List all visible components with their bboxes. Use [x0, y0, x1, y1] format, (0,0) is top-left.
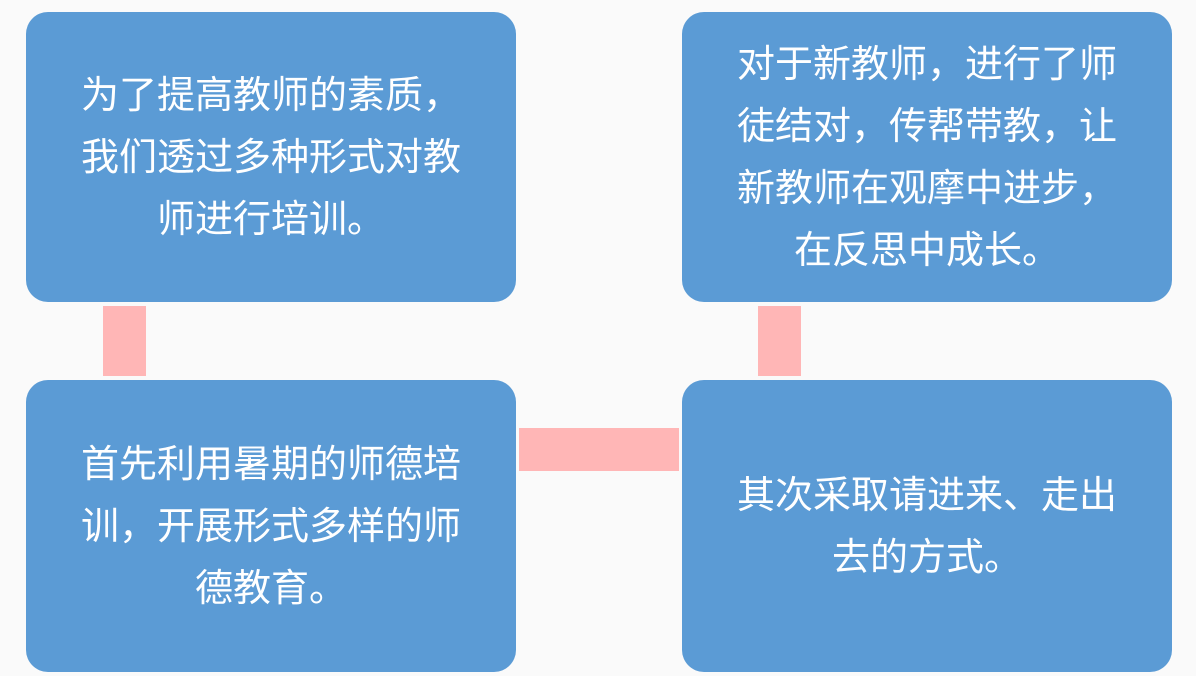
text-line: 去的方式。	[831, 535, 1022, 579]
text-line: 新教师在观摩中进步，	[736, 166, 1117, 210]
connector-bottom-horizontal	[519, 428, 679, 471]
box-new-teacher-mentoring: 对于新教师，进行了师 徒结对，传帮带教，让 新教师在观摩中进步， 在反思中成长。	[682, 12, 1172, 302]
text-line: 首先利用暑期的师德培	[80, 442, 461, 486]
text-line: 徒结对，传帮带教，让	[736, 104, 1117, 148]
text-line: 为了提高教师的素质，	[80, 73, 461, 117]
box-teacher-training-overview-text: 为了提高教师的素质， 我们透过多种形式对教 师进行培训。	[81, 64, 461, 250]
text-line: 我们透过多种形式对教	[80, 135, 461, 179]
box-invite-and-go-out-text: 其次采取请进来、走出 去的方式。	[737, 464, 1117, 588]
text-line: 在反思中成长。	[793, 228, 1060, 272]
text-line: 其次采取请进来、走出	[736, 473, 1117, 517]
box-summer-ethics-training: 首先利用暑期的师德培 训，开展形式多样的师 德教育。	[26, 380, 516, 672]
connector-right-vertical	[758, 306, 801, 376]
text-line: 师进行培训。	[156, 197, 385, 241]
box-invite-and-go-out: 其次采取请进来、走出 去的方式。	[682, 380, 1172, 672]
box-summer-ethics-training-text: 首先利用暑期的师德培 训，开展形式多样的师 德教育。	[81, 433, 461, 619]
text-line: 训，开展形式多样的师	[80, 504, 461, 548]
box-teacher-training-overview: 为了提高教师的素质， 我们透过多种形式对教 师进行培训。	[26, 12, 516, 302]
connector-left-vertical	[103, 306, 146, 376]
box-new-teacher-mentoring-text: 对于新教师，进行了师 徒结对，传帮带教，让 新教师在观摩中进步， 在反思中成长。	[737, 33, 1117, 281]
text-line: 德教育。	[194, 566, 347, 610]
text-line: 对于新教师，进行了师	[736, 42, 1117, 86]
